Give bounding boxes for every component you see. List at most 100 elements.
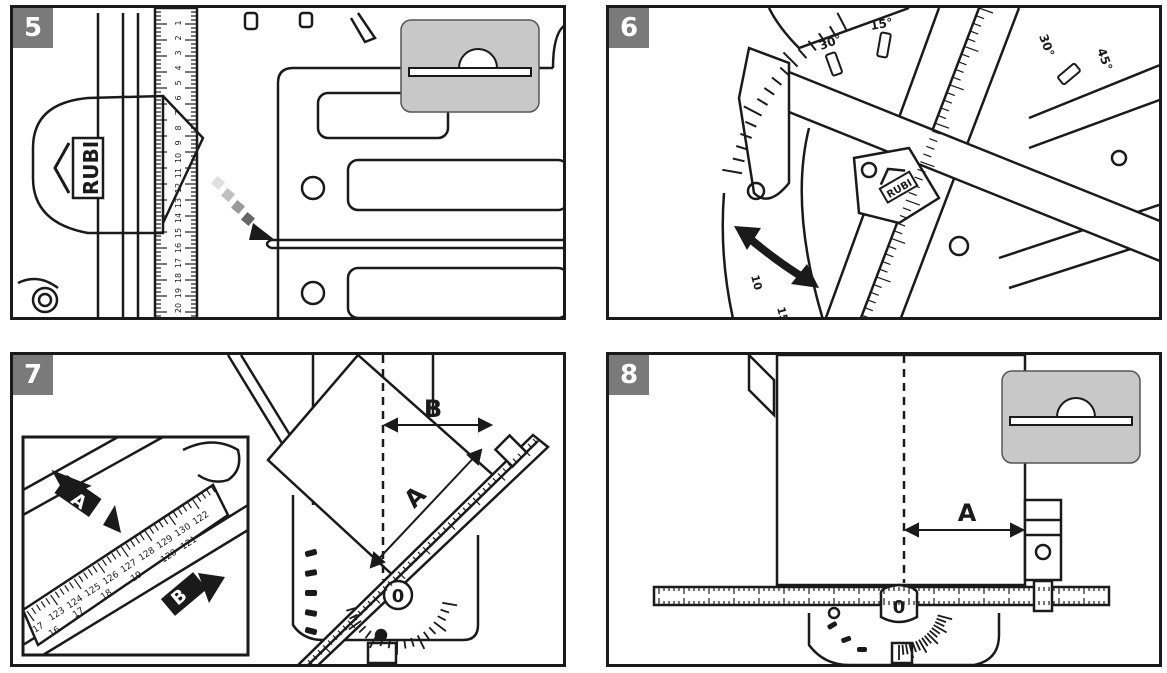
fence-tab [298, 11, 314, 29]
panel-7-illustration: B A 0 17 123 124 125 126 12 [21, 355, 550, 664]
rail-tick [864, 307, 874, 312]
inset-tick [163, 517, 169, 525]
ruler-number: 4 [174, 65, 183, 70]
fence-edge [226, 355, 295, 446]
protractor-tick [908, 643, 915, 659]
rail-tick [943, 99, 953, 104]
ruler-tick [377, 590, 383, 596]
rail-tick [870, 291, 879, 296]
ruler-tick [322, 645, 331, 653]
ruler-number: 16 [174, 243, 183, 253]
rail-tick [934, 122, 950, 129]
rail-tick [961, 53, 970, 58]
ruler-tick [392, 576, 398, 582]
inset-tick [130, 540, 136, 547]
angle-slot [876, 31, 892, 59]
rail-tick [967, 38, 976, 43]
ruler-tick [422, 546, 431, 555]
rail-tick [896, 222, 906, 227]
rail-tick [905, 199, 921, 206]
inset-tick [45, 597, 51, 605]
ruler-number: 13 [174, 198, 183, 208]
inset-tick [68, 581, 74, 589]
ruler-tick [312, 654, 318, 660]
table-slot [346, 158, 563, 212]
protractor-tick [929, 630, 938, 638]
inset-tick [101, 559, 107, 567]
ruler-tick [432, 536, 438, 542]
rail-tick [923, 153, 932, 158]
inset-tick [31, 607, 37, 615]
protractor-ticks [722, 12, 848, 175]
blade-slot [271, 238, 563, 250]
table-hole [1110, 149, 1128, 167]
ruler-number: 2 [174, 35, 183, 40]
angle-slot [1057, 62, 1081, 86]
inset-tick [177, 508, 183, 515]
base-plate-edge [276, 66, 553, 84]
ruler-tick [447, 522, 456, 530]
ruler-number: 18 [174, 273, 183, 283]
angle-slot [857, 647, 867, 652]
inset-tick [153, 524, 159, 531]
protractor-tick [937, 614, 953, 621]
ruler-tick [462, 507, 468, 513]
ruler-tick [367, 600, 373, 606]
ruler-tick [437, 531, 443, 537]
table-hole [300, 175, 326, 201]
ruler-number: 10 [174, 153, 183, 163]
protractor-tick [782, 51, 799, 68]
rail-tick [931, 130, 941, 135]
protractor-tick [416, 635, 426, 650]
protractor-tick [818, 32, 827, 44]
rubi-logo: RUBI [878, 167, 919, 204]
protractor-tick [836, 12, 848, 32]
inset-tick [191, 498, 200, 510]
protractor-number: 15 [774, 305, 791, 320]
label-b: B [424, 395, 442, 423]
inset-tick [172, 511, 178, 518]
angle-slot [305, 590, 317, 596]
zero-mark: 0 [392, 586, 405, 607]
ruler-tick [502, 468, 508, 473]
dimension-b [382, 417, 494, 433]
protractor-tick [779, 66, 790, 77]
inset-rail [22, 435, 164, 517]
rail-tick [873, 284, 882, 289]
step-number-6: 6 [609, 8, 649, 48]
protractor-tick [364, 630, 372, 639]
ruler-tick [482, 487, 488, 493]
rail-tick [867, 299, 876, 304]
protractor-tick [924, 635, 932, 644]
angle-slot [841, 635, 852, 643]
ruler-number: 5 [174, 80, 183, 85]
rail-tick [946, 91, 956, 97]
ruler-number: 17 [174, 258, 183, 268]
inset-tick [158, 520, 164, 528]
inset-tick [201, 492, 207, 499]
rail-tick [914, 176, 923, 181]
miter-ruler-ticks [307, 438, 538, 664]
protractor-tick [933, 624, 948, 634]
saw-part [551, 25, 563, 69]
rail-tick [964, 45, 979, 52]
inset-tick [97, 562, 106, 574]
rail-tick [902, 207, 912, 212]
angle-slot [304, 569, 318, 577]
frame-edge [17, 277, 59, 290]
protractor-tick [915, 640, 921, 651]
ruler-tick [472, 497, 481, 506]
ruler-number: 1 [174, 20, 183, 25]
rail-tick [893, 230, 903, 235]
protractor-tick [763, 87, 775, 96]
inset-ruler-ticks [26, 485, 216, 622]
rubi-logo: RUBI [53, 136, 105, 200]
inset-tick [73, 578, 82, 590]
rail-tick [908, 191, 917, 196]
ruler-tick [397, 571, 406, 580]
ruler-tick [332, 635, 338, 641]
protractor-tick [918, 639, 928, 654]
panel-6-illustration: 30° 15° 30° 45° 10 15 RUBI [721, 8, 1159, 320]
inset-tick [54, 591, 60, 599]
